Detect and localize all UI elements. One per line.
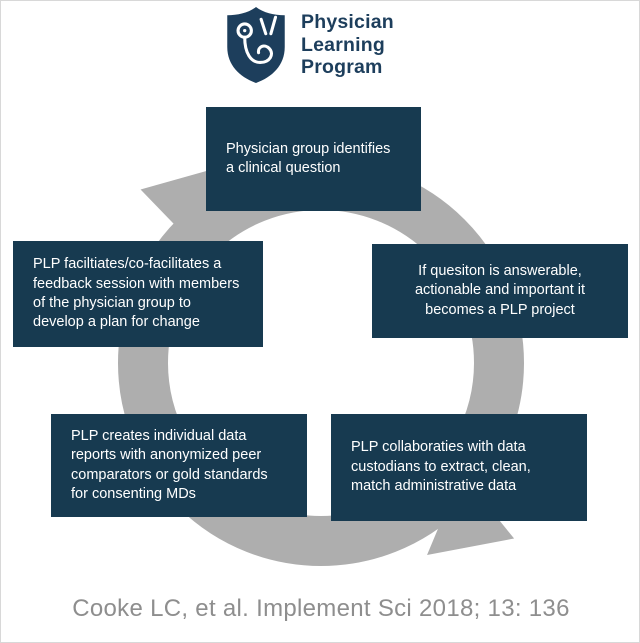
logo: Physician Learning Program [223,6,394,84]
shield-stethoscope-icon [227,7,285,83]
logo-title: Physician Learning Program [301,11,394,78]
step-feedback-session: PLP faciltiates/co-facilitates a feedbac… [13,241,263,347]
step-identify-question: Physician group identifies a clinical qu… [206,107,421,211]
step-becomes-plp-project: If quesiton is answerable, actionable an… [372,244,628,338]
step-data-custodians: PLP collaboraties with data custodians t… [331,414,587,521]
citation: Cooke LC, et al. Implement Sci 2018; 13:… [72,595,570,622]
arrowhead-top-left-icon [140,165,226,250]
step-individual-reports: PLP creates individual data reports with… [51,414,307,517]
